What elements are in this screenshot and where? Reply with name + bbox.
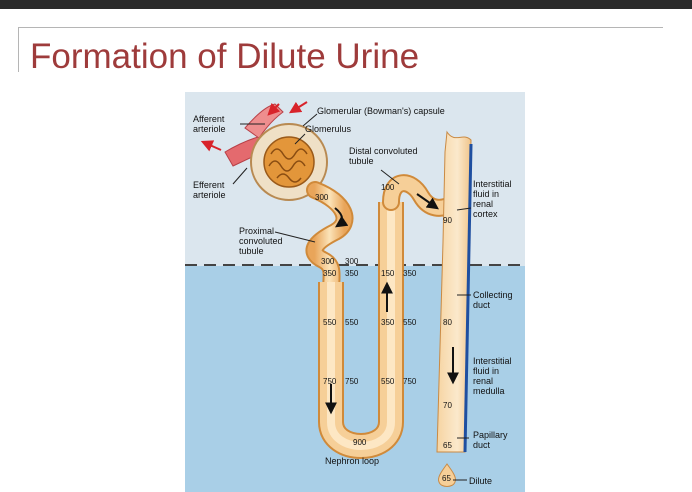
glomerulus-label: Glomerulus	[305, 124, 352, 134]
value-loop-bottom: 900	[353, 438, 367, 447]
nephron-loop-highlight	[327, 202, 395, 450]
slide-title: Formation of Dilute Urine	[30, 37, 420, 76]
value-desc-550b: 550	[345, 318, 359, 327]
afferent-flow-arrow	[200, 140, 222, 152]
value-urine-65: 65	[442, 474, 451, 483]
glomerulus-capillaries	[268, 148, 308, 183]
incoming-flow-arrow	[288, 101, 308, 114]
title-rule	[18, 27, 663, 28]
nephron-loop-label: Nephron loop	[325, 456, 379, 466]
value-cd-80: 80	[443, 318, 452, 327]
proximal-tubule-fill	[307, 183, 352, 299]
leader-lines	[232, 113, 472, 481]
value-desc-550: 550	[323, 318, 337, 327]
value-distal-100: 100	[381, 183, 395, 192]
value-cd-90: 90	[443, 216, 452, 225]
value-pct-top-a: 300	[321, 257, 335, 266]
distal-flow-arrow	[416, 193, 439, 210]
value-asc-750: 750	[403, 377, 417, 386]
value-pct-top-b: 300	[345, 257, 359, 266]
value-glomerulus-out: 300	[315, 193, 329, 202]
value-desc-750: 750	[323, 377, 337, 386]
top-dark-bar	[0, 0, 692, 9]
value-desc-750b: 750	[345, 377, 359, 386]
title-accent-line	[18, 27, 19, 72]
value-cd-70: 70	[443, 401, 452, 410]
urine-droplet	[438, 463, 456, 487]
efferent-arteriole-outer	[267, 102, 281, 116]
dilute-label: Dilute	[469, 476, 492, 486]
value-asc-550: 550	[403, 318, 417, 327]
value-asc-550b: 550	[381, 377, 395, 386]
capsule-label: Glomerular (Bowman's) capsule	[317, 106, 445, 116]
collecting-duct	[436, 130, 472, 453]
value-cd-65: 65	[443, 441, 452, 450]
value-asc-150: 150	[381, 269, 395, 278]
collecting-duct-wall	[463, 143, 473, 453]
value-desc-350b: 350	[345, 269, 359, 278]
value-asc-350: 350	[403, 269, 417, 278]
value-asc-350b: 350	[381, 318, 395, 327]
proximal-flow-arrow	[334, 207, 349, 228]
value-desc-350: 350	[323, 269, 337, 278]
